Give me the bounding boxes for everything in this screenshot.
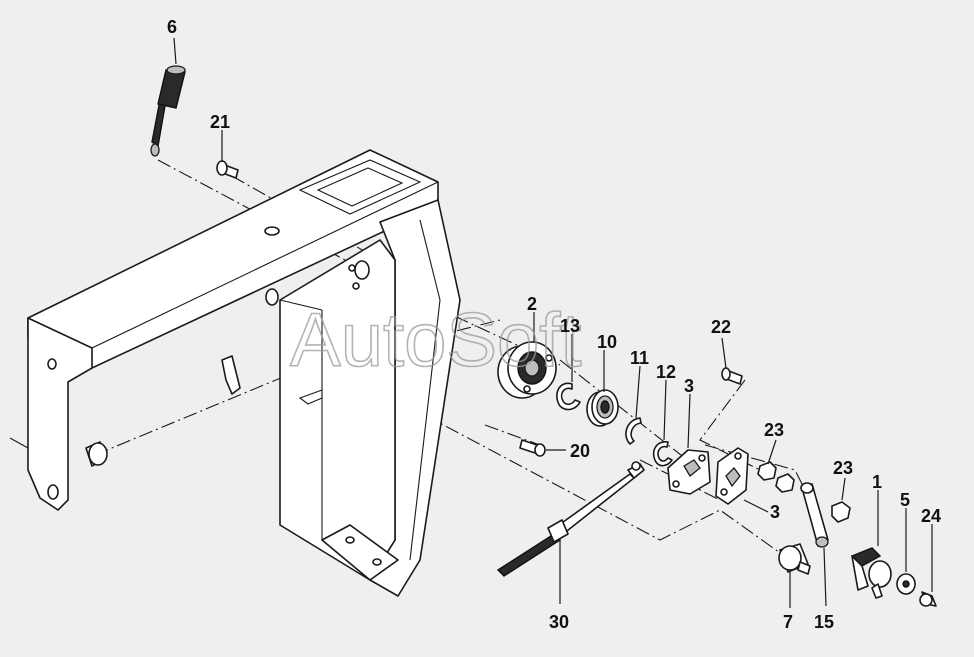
callout-labels: 6 21 2 13 10 11 12 3 22 20 23 23 1 5 24 … xyxy=(167,17,941,632)
part-15-link-arm xyxy=(800,482,829,548)
part-2-bearing-housing xyxy=(497,341,557,399)
callout-10: 10 xyxy=(597,332,617,352)
callout-6: 6 xyxy=(167,17,177,37)
callout-30: 30 xyxy=(549,612,569,632)
part-6-handle xyxy=(150,65,186,157)
leader-lines xyxy=(173,37,933,608)
callout-21: 21 xyxy=(210,112,230,132)
callout-23-b: 23 xyxy=(833,458,853,478)
callout-13: 13 xyxy=(560,316,580,336)
part-5-washer xyxy=(896,573,916,595)
callout-11: 11 xyxy=(630,348,649,368)
callout-24: 24 xyxy=(921,506,941,526)
callout-22: 22 xyxy=(711,317,731,337)
part-21-bolt xyxy=(216,160,239,179)
part-24-screw xyxy=(919,591,937,607)
part-30-rod xyxy=(496,461,645,577)
callout-15: 15 xyxy=(814,612,834,632)
part-23-nut-b xyxy=(831,501,851,523)
part-10-bearing xyxy=(586,389,619,427)
callout-2: 2 xyxy=(527,294,537,314)
part-23-nut-a xyxy=(757,461,795,493)
part-22-bolt xyxy=(721,367,743,385)
callout-3-lower: 3 xyxy=(770,502,780,522)
main-frame xyxy=(9,149,461,597)
callout-12: 12 xyxy=(656,362,676,382)
part-7-pin xyxy=(778,543,811,575)
part-3-plate-upper xyxy=(667,449,711,495)
callout-7: 7 xyxy=(783,612,793,632)
part-13-snap-ring xyxy=(556,382,581,411)
callout-20: 20 xyxy=(570,441,590,461)
callout-23-a: 23 xyxy=(764,420,784,440)
callout-3-upper: 3 xyxy=(684,376,694,396)
part-11-circlip xyxy=(625,417,642,445)
part-1-fitting xyxy=(850,547,892,599)
part-12-circlip xyxy=(652,441,673,467)
part-3-plate-lower xyxy=(715,447,749,505)
callout-1: 1 xyxy=(872,472,882,492)
part-20-bolt xyxy=(519,439,546,457)
watermark-text: AutoSoft xyxy=(290,298,582,383)
callout-5: 5 xyxy=(900,490,910,510)
